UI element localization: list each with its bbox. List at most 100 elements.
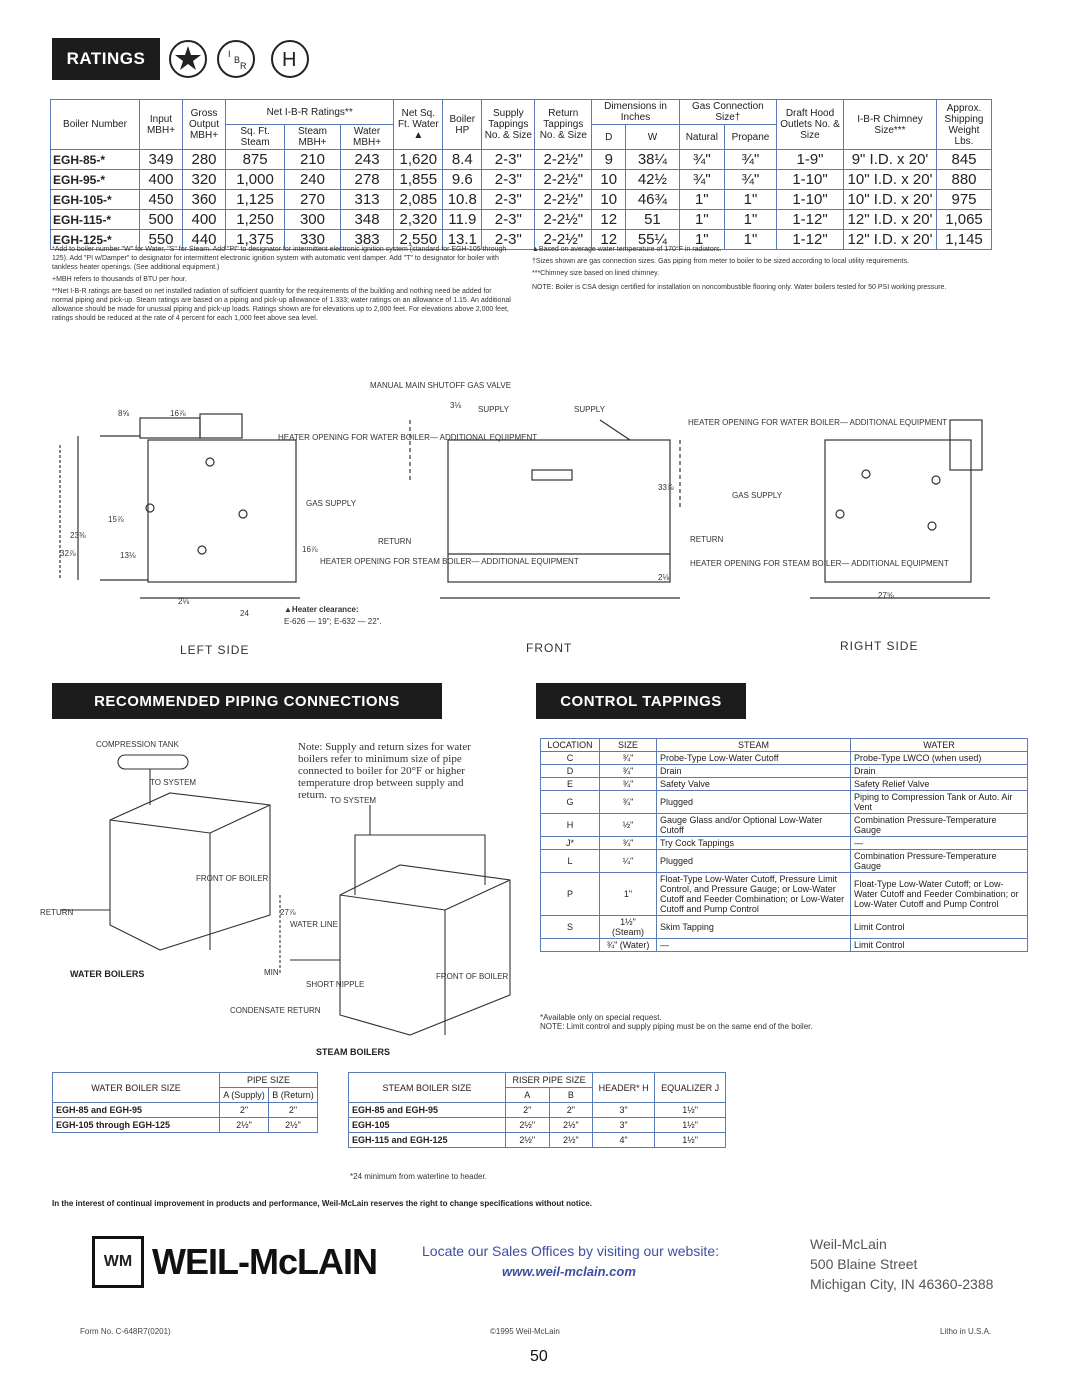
control-cell: Drain xyxy=(656,764,851,778)
dimension-drawings: 8⅝ 16⅞ 15⅞ 23⅜ 32⅞ 13⅛ 16⅞ 2⅛ 24 3⅛ 33⅞ … xyxy=(59,381,990,657)
ratings-cell: 51 xyxy=(625,209,680,230)
steam-pipe-cell: EGH-115 and EGH-125 xyxy=(348,1132,506,1148)
ratings-cell: 2-2½" xyxy=(534,229,593,250)
ratings-cell: 243 xyxy=(339,149,395,170)
control-cell: Piping to Compression Tank or Auto. Air … xyxy=(850,790,1028,814)
ratings-cell: 38¼ xyxy=(625,149,680,170)
ibr-logo-icon: IBR xyxy=(217,40,255,78)
ratings-cell: ¾" xyxy=(723,169,778,190)
control-cell: ¾" xyxy=(599,790,657,814)
ratings-cell: 10.8 xyxy=(442,189,483,210)
ratings-cell: 10 xyxy=(591,189,627,210)
ratings-notes-left: *Add to boiler number "W" for Water, "S"… xyxy=(52,245,514,323)
front-label: FRONT xyxy=(526,641,572,655)
water-pipe-table: WATER BOILER SIZE PIPE SIZE A (Supply) B… xyxy=(52,1072,318,1133)
label-heater-clearance: ▲Heater clearance: xyxy=(284,605,359,614)
steam-pipe-cell: EGH-85 and EGH-95 xyxy=(348,1102,506,1118)
col-w: W xyxy=(625,124,680,150)
ratings-cell: 1-10" xyxy=(776,169,844,190)
brand-logo: WM WEIL-McLAIN xyxy=(92,1236,378,1288)
form-number: Form No. C-648R7(0201) xyxy=(80,1327,171,1336)
control-cell: G xyxy=(540,790,600,814)
ratings-cell: 2,550 xyxy=(393,229,444,250)
piping-note: Note: Supply and return sizes for water … xyxy=(298,741,471,801)
col-b-return: B (Return) xyxy=(268,1087,318,1103)
dim-h: 2⅛ xyxy=(178,597,189,606)
control-cell: Combination Pressure-Temperature Gauge xyxy=(850,849,1028,873)
ratings-cell: 8.4 xyxy=(442,149,483,170)
control-cell: Float-Type Low-Water Cutoff, Pressure Li… xyxy=(656,872,851,916)
website-link[interactable]: www.weil-mclain.com xyxy=(502,1264,636,1279)
col-riser-a: A xyxy=(505,1087,550,1103)
water-pipe-cell: 2" xyxy=(268,1102,318,1118)
ratings-cell: 12" I.D. x 20' xyxy=(843,209,937,230)
control-cell xyxy=(540,938,600,952)
col-weight: Approx. Shipping Weight Lbs. xyxy=(936,99,992,150)
label-water-line: WATER LINE xyxy=(290,920,338,929)
ratings-cell: 349 xyxy=(139,149,183,170)
ratings-cell: 46¾ xyxy=(625,189,680,210)
steam-pipe-cell: 2½" xyxy=(505,1117,550,1133)
ratings-cell: 440 xyxy=(182,229,226,250)
label-return-water: RETURN xyxy=(40,908,74,917)
dim-l: 2⅛ xyxy=(658,573,669,582)
ratings-cell: 278 xyxy=(339,169,395,190)
dim-b: 16⅞ xyxy=(170,409,186,418)
steam-pipe-cell: 1½" xyxy=(654,1132,726,1148)
ratings-label: RATINGS xyxy=(66,49,146,68)
label-front-of-boiler-water: FRONT OF BOILER xyxy=(196,874,269,883)
control-cell: Try Cock Tappings xyxy=(656,836,851,850)
ratings-cell: 9 xyxy=(591,149,627,170)
control-cell: ¼" xyxy=(599,849,657,873)
ratings-cell: 1" xyxy=(723,189,778,210)
col-dimensions: Dimensions in Inches xyxy=(591,99,680,125)
label-water-boilers: WATER BOILERS xyxy=(70,969,144,979)
control-cell: Combination Pressure-Temperature Gauge xyxy=(850,813,1028,837)
ratings-cell: 2-3" xyxy=(481,229,536,250)
col-natural: Natural xyxy=(678,124,725,150)
piping-banner: RECOMMENDED PIPING CONNECTIONS xyxy=(52,683,442,719)
label-short-nipple: SHORT NIPPLE xyxy=(306,980,364,989)
dim-k: 33⅞ xyxy=(658,483,674,492)
svg-text:B: B xyxy=(234,55,240,65)
label-heater-water-right: HEATER OPENING FOR WATER BOILER— ADDITIO… xyxy=(688,418,947,427)
control-cell: Skim Tapping xyxy=(656,915,851,939)
ratings-cell: 845 xyxy=(936,149,992,170)
control-cell: E xyxy=(540,777,600,791)
company-city: Michigan City, IN 46360-2388 xyxy=(810,1276,994,1292)
col-propane: Propane xyxy=(723,124,778,150)
label-return-left: RETURN xyxy=(378,537,412,546)
ratings-cell: 1" xyxy=(723,209,778,230)
ratings-cell: 875 xyxy=(224,149,286,170)
note-suffix: *Add to boiler number "W" for Water, "S"… xyxy=(52,246,507,271)
dim-i: 24 xyxy=(240,609,249,618)
ratings-cell: 500 xyxy=(139,209,183,230)
ratings-cell: 2-3" xyxy=(481,189,536,210)
control-cell: 1" xyxy=(599,872,657,916)
note-mbh: +MBH refers to thousands of BTU per hour… xyxy=(52,276,187,283)
ratings-cell: 13.1 xyxy=(442,229,483,250)
ratings-cell: 383 xyxy=(339,229,395,250)
svg-text:I: I xyxy=(228,49,231,59)
locate-text: Locate our Sales Offices by visiting our… xyxy=(422,1243,720,1259)
ratings-cell: 2-3" xyxy=(481,169,536,190)
col-input: Input MBH+ xyxy=(139,99,183,150)
col-a-supply: A (Supply) xyxy=(219,1087,269,1103)
ratings-cell: 1,125 xyxy=(224,189,286,210)
col-chimney: I-B-R Chimney Size*** xyxy=(843,99,937,150)
ratings-cell: 348 xyxy=(339,209,395,230)
brand-name: WEIL-McLAIN xyxy=(152,1241,378,1282)
label-dim-water: 27⅞ xyxy=(280,908,296,917)
control-cell: Limit Control xyxy=(850,938,1028,952)
note-net-ibr: **Net I-B-R ratings are based on net ins… xyxy=(52,288,511,322)
label-heater-steam-left: HEATER OPENING FOR STEAM BOILER— ADDITIO… xyxy=(320,557,579,566)
col-gas: Gas Connection Size† xyxy=(678,99,778,125)
note-gas-sizes: †Sizes shown are gas connection sizes. G… xyxy=(532,258,910,265)
